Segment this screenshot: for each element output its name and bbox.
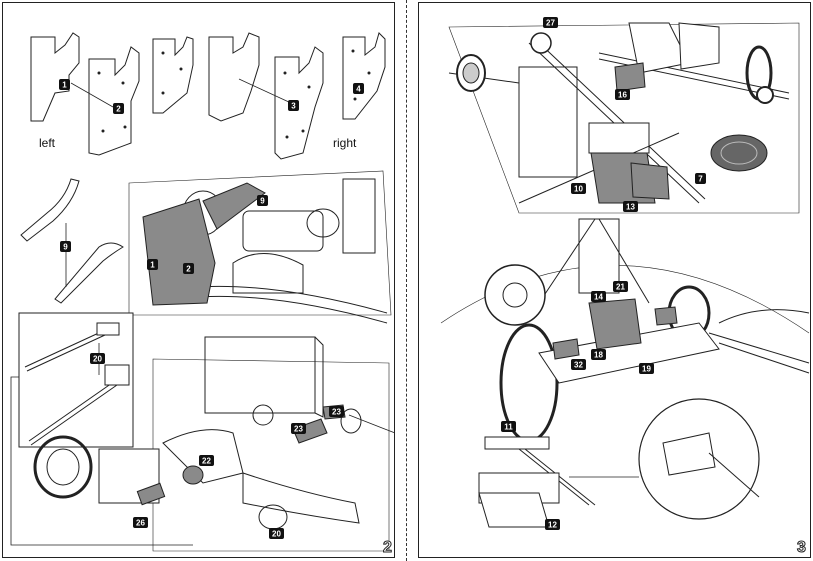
tag-32: 32 [574, 361, 583, 370]
left-part-tags: 1 2 3 4 9 9 1 2 20 22 23 23 26 20 [59, 79, 364, 539]
tag-4: 4 [356, 85, 361, 94]
tag-20b: 20 [272, 530, 281, 539]
caption-left: left [39, 136, 56, 150]
tag-26: 26 [136, 519, 145, 528]
right-outer-plate [208, 32, 260, 122]
tag-16: 16 [618, 91, 627, 100]
gray-plate-assembly [142, 198, 216, 306]
page-number-left: 2 [383, 539, 393, 557]
tag-18: 18 [594, 351, 603, 360]
tag-7: 7 [698, 175, 703, 184]
right-black-plate [342, 32, 386, 120]
tag-14: 14 [594, 293, 603, 302]
right-part-tags: 27 16 10 13 7 14 21 32 18 19 11 12 [501, 17, 706, 530]
tag-23b: 23 [332, 408, 341, 417]
tag-1b: 1 [150, 261, 155, 270]
manual-page-left: 1 2 3 4 9 9 1 2 20 22 23 23 26 20 left r… [2, 2, 395, 558]
page-fold-divider [406, 0, 407, 561]
gray-part-13 [630, 162, 670, 200]
right-page-illustrations: 27 16 10 13 7 14 21 32 18 19 11 12 [440, 17, 810, 530]
tag-23a: 23 [294, 425, 303, 434]
tag-13: 13 [626, 203, 635, 212]
tag-11: 11 [504, 423, 513, 432]
manual-page-right: 27 16 10 13 7 14 21 32 18 19 11 12 3 [418, 2, 811, 558]
tag-3: 3 [291, 102, 296, 111]
tag-2: 1 [62, 81, 67, 90]
gray-part-32 [552, 338, 580, 360]
tag-20a: 20 [93, 355, 102, 364]
left-inner-plate [88, 46, 140, 156]
tag-1: 2 [116, 105, 121, 114]
tag-2b: 2 [186, 265, 191, 274]
tag-12: 12 [548, 521, 557, 530]
page-number-right: 3 [797, 539, 807, 557]
rail-part-lower [54, 242, 124, 304]
tag-22: 22 [202, 457, 211, 466]
left-black-plate [152, 36, 194, 114]
tag-27: 27 [546, 19, 555, 28]
tag-9b: 9 [260, 197, 265, 206]
gray-rail-assembly [202, 182, 266, 230]
gray-part-18 [588, 298, 642, 350]
tag-19: 19 [642, 365, 651, 374]
gray-part-16 [614, 62, 646, 92]
tag-9a: 9 [63, 243, 68, 252]
left-outer-plate [30, 32, 80, 122]
left-page-illustrations: 1 2 3 4 9 9 1 2 20 22 23 23 26 20 [10, 32, 394, 552]
caption-right: right [333, 136, 357, 150]
tag-21: 21 [616, 283, 625, 292]
tag-10: 10 [574, 185, 583, 194]
rail-part-upper [20, 178, 80, 242]
